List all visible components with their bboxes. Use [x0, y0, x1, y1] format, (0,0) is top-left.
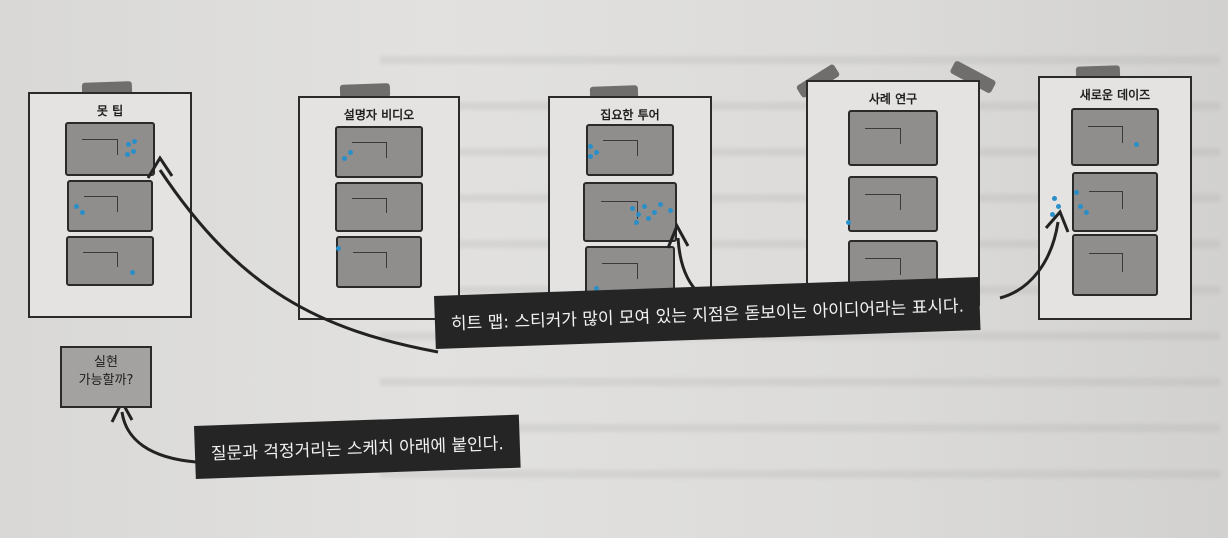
questions-callout: 질문과 걱정거리는 스케치 아래에 붙인다.	[194, 415, 521, 479]
note-line-2: 가능할까?	[62, 372, 150, 390]
note-line-1: 실현	[62, 354, 150, 372]
sticky-note: 실현 가능할까?	[60, 346, 152, 408]
